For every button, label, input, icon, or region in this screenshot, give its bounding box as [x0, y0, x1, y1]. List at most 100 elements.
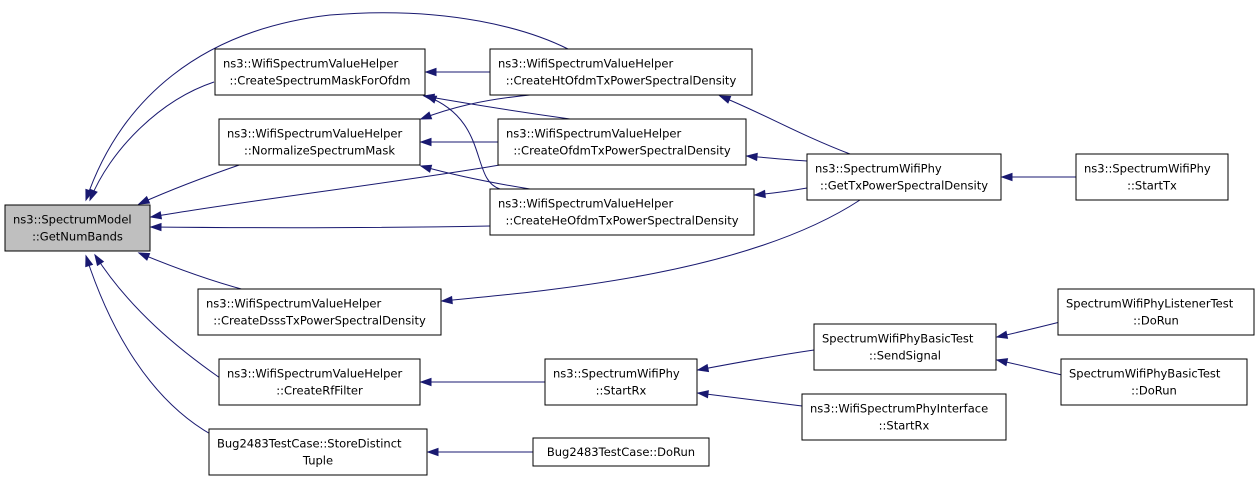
- node-gettx[interactable]: ns3::SpectrumWifiPhy::GetTxPowerSpectral…: [806, 153, 1002, 201]
- edge-he-to-mask: [424, 95, 501, 190]
- edge-line: [138, 252, 246, 291]
- edge-mask-to-root: [89, 81, 215, 202]
- node-box: [214, 48, 426, 96]
- node-label-line: ns3::WifiSpectrumValueHelper: [227, 367, 403, 381]
- node-bugrun[interactable]: Bug2483TestCase::DoRun: [532, 437, 710, 467]
- edge-gettx-to-ht: [718, 95, 851, 155]
- node-label-line: ns3::WifiSpectrumValueHelper: [227, 127, 403, 141]
- arrowhead-icon: [424, 95, 438, 104]
- edge-line: [423, 95, 571, 120]
- node-label-line: ::CreateHeOfdmTxPowerSpectralDensity: [505, 214, 738, 228]
- node-listener[interactable]: SpectrumWifiPhyListenerTest::DoRun: [1057, 288, 1255, 336]
- edge-he-to-norm: [419, 164, 531, 190]
- edge-line: [85, 255, 213, 436]
- node-label-line: ::GetNumBands: [32, 230, 123, 244]
- node-box: [1057, 288, 1255, 336]
- arrowhead-icon: [1000, 172, 1013, 182]
- arrowhead-icon: [424, 67, 437, 77]
- node-label-line: ns3::WifiSpectrumValueHelper: [223, 57, 399, 71]
- node-box: [218, 118, 421, 166]
- arrowhead-icon: [995, 330, 1009, 339]
- node-he[interactable]: ns3::WifiSpectrumValueHelper::CreateHeOf…: [489, 188, 755, 236]
- edge-basicrun-to-send: [995, 358, 1063, 376]
- edge-line: [138, 162, 246, 205]
- arrowhead-icon: [137, 195, 151, 205]
- edge-starttx-to-gettx: [1000, 172, 1076, 182]
- edge-startrx-to-rf: [419, 377, 545, 387]
- arrowhead-icon: [696, 390, 709, 399]
- node-starttx[interactable]: ns3::SpectrumWifiPhy::StartTx: [1075, 153, 1229, 201]
- node-box: [1075, 153, 1229, 201]
- node-box: [801, 393, 1007, 441]
- arrowhead-icon: [85, 254, 94, 268]
- edge-line: [150, 164, 501, 218]
- node-dsss[interactable]: ns3::WifiSpectrumValueHelper::CreateDsss…: [197, 288, 442, 336]
- edge-iface-to-startrx: [696, 390, 811, 408]
- edge-ofdm-to-root: [149, 164, 501, 220]
- node-basicrun[interactable]: SpectrumWifiPhyBasicTest::DoRun: [1060, 358, 1248, 406]
- arrowhead-icon: [745, 152, 758, 162]
- node-label-line: ::CreateDsssTxPowerSpectralDensity: [213, 314, 426, 328]
- arrowhead-icon: [995, 358, 1009, 367]
- node-box: [813, 323, 997, 371]
- edge-send-to-startrx: [696, 349, 815, 373]
- arrowhead-icon: [149, 222, 162, 232]
- node-rf[interactable]: ns3::WifiSpectrumValueHelper::CreateRfFi…: [218, 358, 421, 406]
- node-send[interactable]: SpectrumWifiPhyBasicTest::SendSignal: [813, 323, 997, 371]
- arrowhead-icon: [696, 363, 710, 373]
- arrowhead-icon: [419, 137, 432, 147]
- edge-rf-to-root: [94, 253, 221, 379]
- node-label-line: Bug2483TestCase::DoRun: [547, 445, 695, 459]
- node-label-line: SpectrumWifiPhyBasicTest: [1069, 367, 1221, 381]
- edge-gettx-to-dsss: [440, 199, 861, 305]
- arrowhead-icon: [85, 188, 94, 202]
- arrowhead-icon: [440, 295, 453, 305]
- node-box: [806, 153, 1002, 201]
- node-label-line: ::StartRx: [879, 419, 930, 433]
- call-edges: [85, 12, 1076, 457]
- edge-line: [94, 254, 221, 379]
- node-ofdm[interactable]: ns3::WifiSpectrumValueHelper::CreateOfdm…: [497, 118, 747, 166]
- node-label-line: ns3::WifiSpectrumValueHelper: [206, 297, 382, 311]
- edge-line: [697, 349, 815, 371]
- node-label-line: ::CreateHtOfdmTxPowerSpectralDensity: [506, 74, 737, 88]
- node-label-line: ns3::WifiSpectrumPhyInterface: [810, 402, 988, 416]
- node-label-line: ns3::WifiSpectrumValueHelper: [498, 57, 674, 71]
- node-iface[interactable]: ns3::WifiSpectrumPhyInterface::StartRx: [801, 393, 1007, 441]
- node-label-line: ns3::SpectrumModel: [13, 213, 132, 227]
- node-box: [497, 118, 747, 166]
- node-box: [544, 358, 698, 406]
- node-ht[interactable]: ns3::WifiSpectrumValueHelper::CreateHtOf…: [489, 48, 753, 96]
- node-label-line: ::StartRx: [596, 384, 647, 398]
- node-norm[interactable]: ns3::WifiSpectrumValueHelper::NormalizeS…: [218, 118, 421, 166]
- arrowhead-icon: [419, 111, 433, 120]
- node-box: [489, 188, 755, 236]
- node-label-line: ::CreateSpectrumMaskForOfdm: [230, 74, 411, 88]
- edge-gettx-to-he: [753, 187, 808, 199]
- edge-line: [719, 95, 851, 155]
- edge-ht-to-norm: [419, 94, 531, 120]
- node-label-line: SpectrumWifiPhyBasicTest: [822, 332, 974, 346]
- node-label-line: ::DoRun: [1131, 384, 1177, 398]
- edge-line: [425, 95, 501, 190]
- function-nodes: ns3::SpectrumModel::GetNumBandsns3::Wifi…: [4, 48, 1255, 476]
- edge-ht-to-root: [85, 12, 569, 202]
- edge-line: [89, 81, 215, 201]
- edge-line: [85, 12, 569, 201]
- node-label-line: ns3::SpectrumWifiPhy: [553, 367, 680, 381]
- edge-bug-to-root: [85, 254, 213, 436]
- edge-listener-to-send: [995, 321, 1061, 339]
- node-label-line: ::CreateOfdmTxPowerSpectralDensity: [513, 144, 731, 158]
- arrowhead-icon: [94, 253, 105, 267]
- arrowhead-icon: [419, 164, 433, 173]
- node-label-line: ::CreateRfFilter: [276, 384, 363, 398]
- edge-he-to-root: [149, 222, 491, 232]
- node-startrx[interactable]: ns3::SpectrumWifiPhy::StartRx: [544, 358, 698, 406]
- node-box: [489, 48, 753, 96]
- node-mask[interactable]: ns3::WifiSpectrumValueHelper::CreateSpec…: [214, 48, 426, 96]
- node-root[interactable]: ns3::SpectrumModel::GetNumBands: [4, 204, 151, 252]
- node-box: [4, 204, 151, 252]
- edge-ofdm-to-norm: [419, 137, 498, 147]
